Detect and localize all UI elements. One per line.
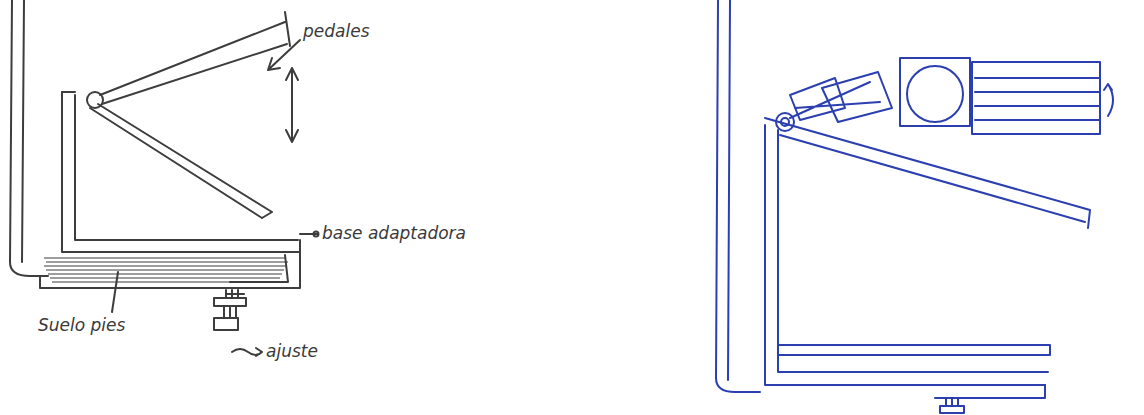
ajuste-arrow <box>232 348 262 356</box>
pedal-pivot <box>776 113 794 131</box>
pivot-axle <box>781 118 789 126</box>
motion-arrow <box>286 68 298 142</box>
frame-inner <box>75 95 298 240</box>
upper-pedal <box>100 12 290 104</box>
wall-inner <box>728 0 730 380</box>
base-bar <box>778 345 1050 355</box>
resistance-unit <box>972 62 1100 134</box>
hatch-lines <box>44 258 288 282</box>
pen-sketch <box>716 0 1113 413</box>
flywheel <box>907 66 963 122</box>
part-label: ajuste <box>266 342 318 361</box>
leader-dot <box>314 232 319 237</box>
floor-hatch <box>44 258 288 282</box>
pencil-sketch <box>10 0 319 356</box>
pedales-leader <box>268 40 300 70</box>
upper-spring <box>226 290 244 298</box>
adjust-foot <box>940 406 964 413</box>
base-leader <box>300 233 318 235</box>
base-bracket <box>40 250 300 288</box>
motor-housing <box>900 58 970 126</box>
frame-outer <box>62 92 300 252</box>
wall-outline <box>716 0 760 392</box>
rotation-arrow <box>1104 84 1113 116</box>
slope-inner <box>780 135 1085 222</box>
part-label: base adaptadora <box>322 224 466 243</box>
spring <box>946 398 958 406</box>
base-bracket <box>935 385 1045 398</box>
wall-inner <box>22 0 24 262</box>
adjust-plate <box>214 298 246 306</box>
pedal-links <box>790 82 880 118</box>
pedal-box <box>822 72 892 122</box>
wall-outline <box>10 0 48 276</box>
frame-top <box>62 91 75 93</box>
lower-spring <box>224 306 236 318</box>
part-label: Suelo pies <box>38 316 125 335</box>
adjust-foot <box>214 318 238 330</box>
frame-inner <box>778 130 1048 372</box>
lower-pedal <box>90 104 272 218</box>
unit-lines <box>975 78 1100 120</box>
part-label: pedales <box>303 22 370 41</box>
